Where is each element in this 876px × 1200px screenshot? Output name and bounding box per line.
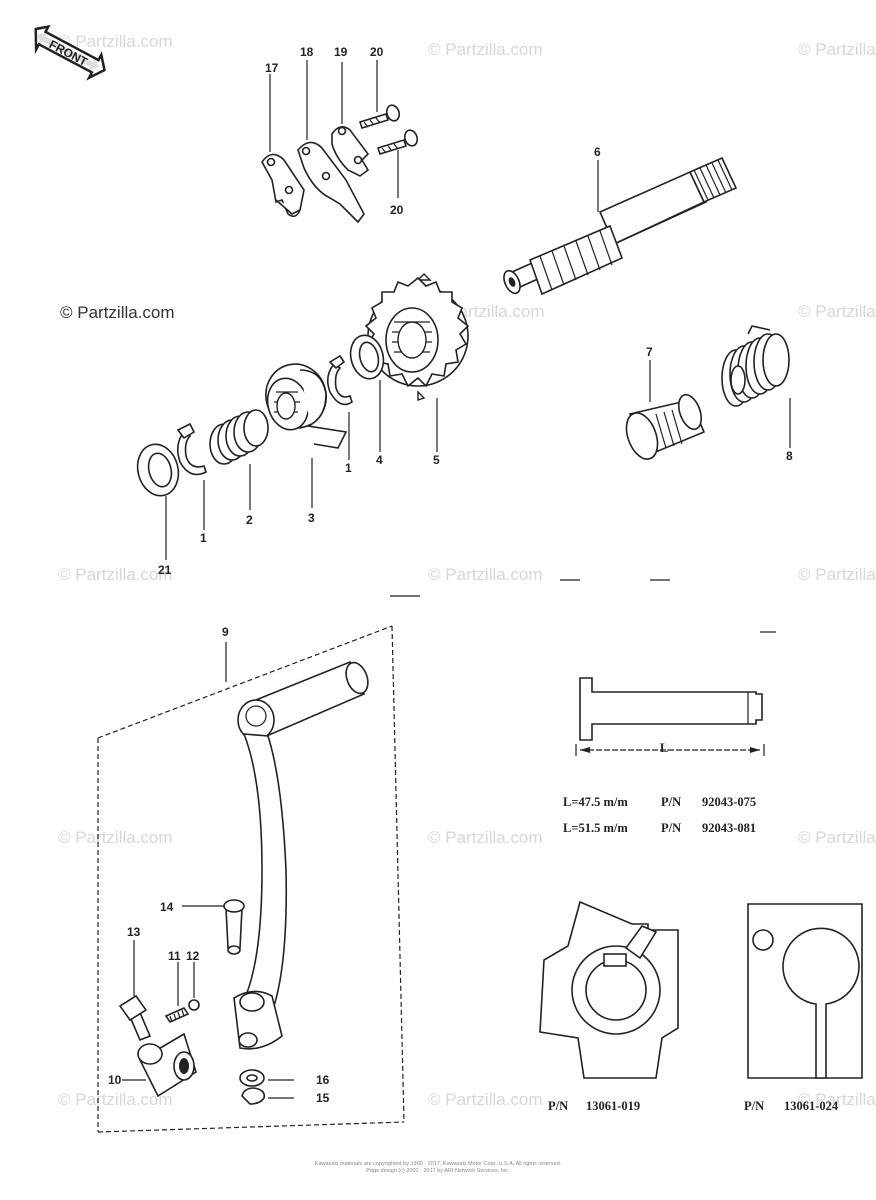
watermark: © Partzilla.com (58, 828, 173, 847)
pin-dim-label: L (660, 741, 668, 755)
pin-pn-2: 92043-081 (702, 821, 756, 835)
callout-20-bottom: 20 (390, 203, 404, 217)
pin-pn-label-2: P/N (661, 821, 681, 835)
kick-shaft-6 (503, 156, 738, 296)
kick-gear-5 (364, 273, 470, 452)
watermark: © Partzilla.com (428, 828, 543, 847)
stopper-19 (331, 126, 370, 177)
watermark: © Partzilla.com (428, 1090, 543, 1109)
ratchet-guide-17 (261, 153, 305, 218)
watermark: © Partzilla.com (798, 828, 876, 847)
tool-13061-019: P/N 13061-019 (539, 900, 679, 1113)
watermark: © Partzilla.com (798, 40, 876, 59)
callout-1-upper: 1 (345, 461, 352, 475)
bolt-20-lower (376, 129, 419, 155)
callout-10: 10 (108, 1073, 122, 1087)
callout-14: 14 (160, 900, 174, 914)
callout-9: 9 (222, 625, 229, 639)
kick-pedal-9 (97, 625, 405, 1133)
watermark: © Partzilla.com (58, 565, 173, 584)
tool-right-pn-label: P/N (744, 1099, 764, 1113)
washer-21 (136, 443, 180, 560)
watermark: © Partzilla.com (798, 1090, 876, 1109)
callout-5: 5 (433, 453, 440, 467)
watermark-layer: © Partzilla.com © Partzilla.com © Partzi… (58, 32, 876, 1109)
front-arrow-icon: FRONT (34, 24, 106, 81)
watermark: © Partzilla.com (58, 32, 173, 51)
callout-1-lower: 1 (200, 531, 207, 545)
tool-left-pn: 13061-019 (586, 1099, 640, 1113)
watermark: © Partzilla.com (428, 40, 543, 59)
footer-line-2: Page design (c) 2001 - 2017 by ARI Netwo… (366, 1168, 510, 1174)
pin-pn-1: 92043-075 (702, 795, 756, 809)
tool-left-pn-label: P/N (548, 1099, 568, 1113)
callout-8: 8 (786, 449, 793, 463)
callout-7: 7 (646, 345, 653, 359)
circlip-1-lower (176, 422, 207, 530)
ratchet-3 (265, 363, 348, 508)
pin-detail: L L=47.5 m/m P/N 92043-075 L=51.5 m/m P/… (563, 677, 765, 835)
callout-15: 15 (316, 1091, 330, 1105)
callout-12: 12 (186, 949, 200, 963)
callout-2: 2 (246, 513, 253, 527)
circlip-1-upper (326, 354, 353, 460)
watermark: © Partzilla.com (428, 565, 543, 584)
collar-7 (625, 360, 706, 460)
watermark: © Partzilla.com (798, 565, 876, 584)
pin-pn-label-1: P/N (661, 795, 681, 809)
callout-16: 16 (316, 1073, 330, 1087)
watermark-dark: © Partzilla.com (60, 303, 175, 322)
callout-21: 21 (158, 563, 172, 577)
footer-line-1: Kawasaki materials are copyrighted by 19… (315, 1161, 562, 1167)
pin-length-2: L=51.5 m/m (563, 821, 628, 835)
watermark: © Partzilla.com (798, 302, 876, 321)
callout-20-top: 20 (370, 45, 384, 59)
spring-2 (209, 409, 269, 510)
bracket-group (261, 60, 419, 224)
callouts: 17 18 19 20 20 6 1 4 5 3 2 1 21 7 8 9 14… (108, 45, 793, 1105)
stopper-plate-18 (297, 141, 365, 224)
watermark: © Partzilla.com (58, 1090, 173, 1109)
pin-length-1: L=47.5 m/m (563, 795, 628, 809)
tool-right-pn: 13061-024 (784, 1099, 839, 1113)
callout-17: 17 (265, 61, 279, 75)
washer-4 (349, 334, 385, 452)
callout-3: 3 (308, 511, 315, 525)
tool-13061-024: P/N 13061-024 (744, 903, 863, 1113)
callout-11: 11 (168, 949, 181, 963)
callout-4: 4 (376, 453, 383, 467)
callout-19: 19 (334, 45, 348, 59)
bolt-20-upper (358, 104, 401, 129)
callout-18: 18 (300, 45, 314, 59)
kick-spring-8 (721, 325, 791, 448)
callout-13: 13 (127, 925, 141, 939)
callout-6: 6 (594, 145, 601, 159)
